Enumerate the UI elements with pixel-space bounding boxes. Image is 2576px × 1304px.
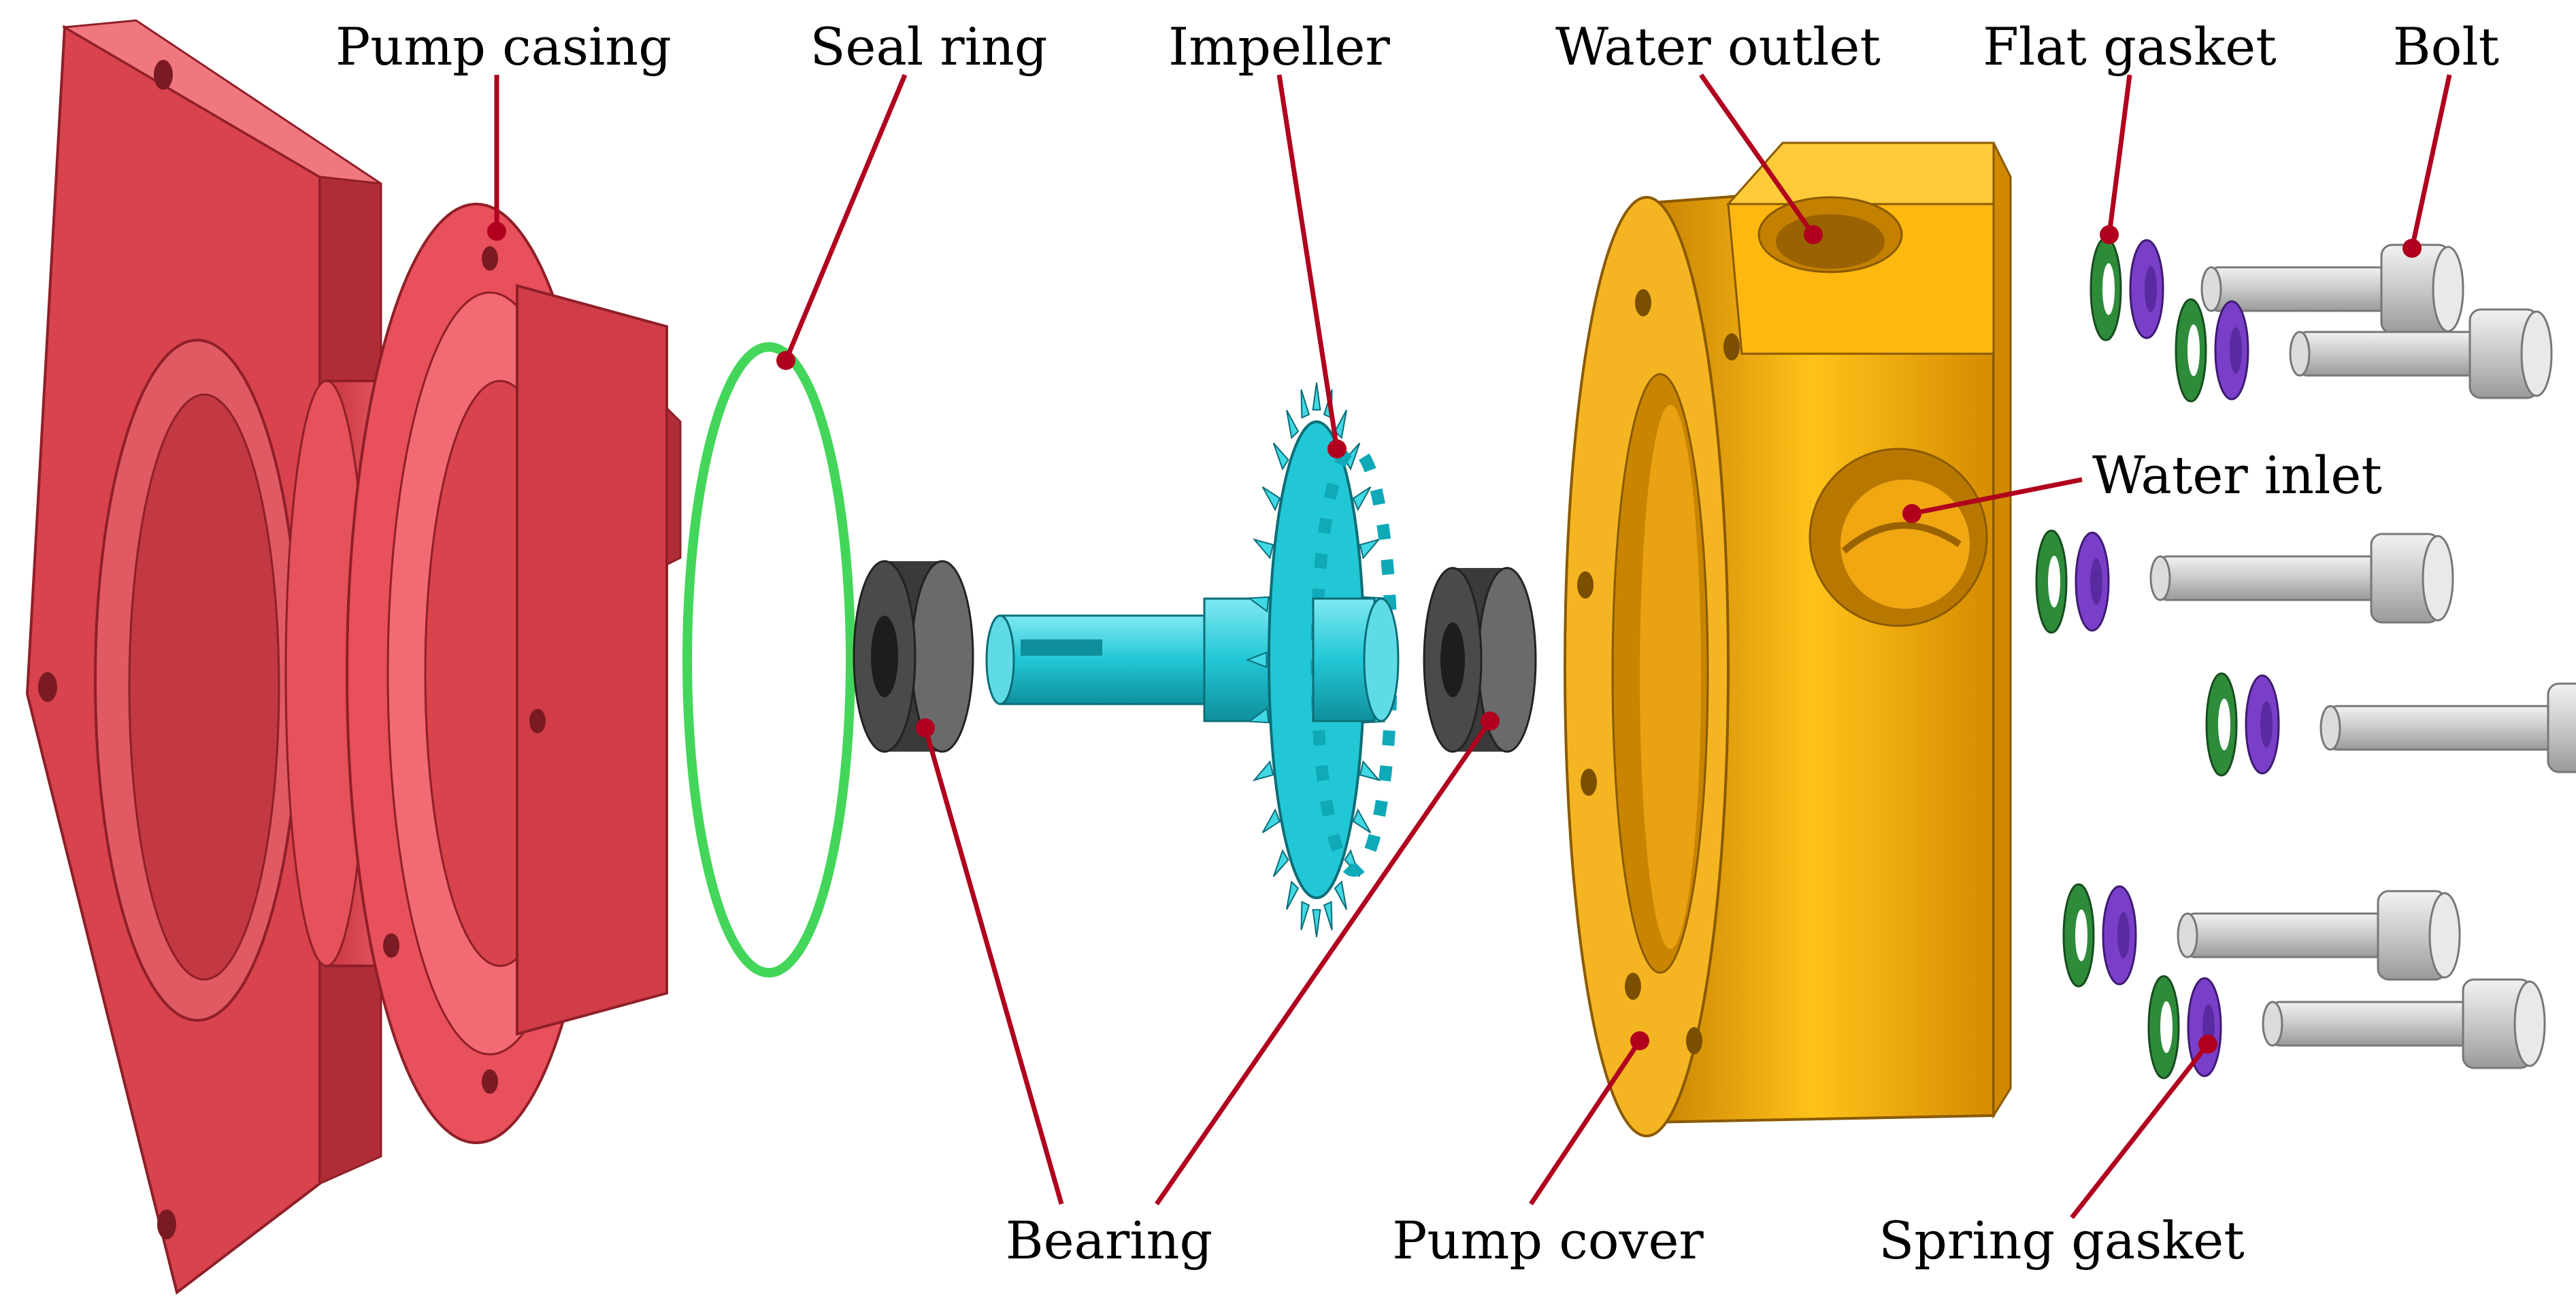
bolt-shank <box>2271 1001 2471 1047</box>
leader-dots <box>487 222 2422 1054</box>
impeller-tooth <box>1323 901 1333 931</box>
impeller-tooth <box>1252 760 1274 782</box>
spring-gasket-hole <box>2145 266 2157 312</box>
flat-gasket-hole <box>2160 1001 2173 1053</box>
bolt-head <box>2547 682 2576 773</box>
impeller-tooth <box>1334 880 1348 910</box>
label-flat-gasket: Flat gasket <box>1983 16 2277 77</box>
bolt-shank <box>2298 331 2478 377</box>
impeller-tooth <box>1247 707 1270 724</box>
leader-pump-cover <box>1529 1039 1642 1205</box>
spring-gasket-hole <box>2117 912 2130 958</box>
fastener-set <box>2035 529 2454 634</box>
impeller-tooth <box>1300 901 1310 931</box>
label-water-inlet: Water inlet <box>2092 445 2382 505</box>
flat-gasket-hole <box>2048 556 2060 607</box>
fastener-set <box>2062 883 2461 988</box>
fastener-set <box>2175 298 2553 403</box>
impeller-tooth <box>1252 538 1274 560</box>
bolt-tip <box>2200 266 2222 312</box>
spring-gasket-hole <box>2260 701 2273 748</box>
bolt-shank <box>2159 555 2379 601</box>
label-impeller: Impeller <box>1168 16 1390 77</box>
leader-flat-gasket <box>2107 74 2132 235</box>
impeller-tooth <box>1352 486 1372 512</box>
bolt-head-face <box>2422 535 2454 622</box>
spring-gasket-hole <box>2090 558 2102 605</box>
label-spring-gasket: Spring gasket <box>1879 1210 2245 1271</box>
impeller-tooth <box>1272 849 1289 877</box>
impeller-tooth <box>1312 909 1321 937</box>
flat-gasket-hole <box>2075 909 2087 961</box>
bolt-head-face <box>2520 310 2553 397</box>
bolt-tip <box>2289 331 2311 377</box>
leader-seal-ring <box>783 73 908 362</box>
label-pump-cover: Pump cover <box>1392 1210 1704 1271</box>
pump-casing <box>25 19 682 1295</box>
label-seal-ring: Seal ring <box>810 16 1047 77</box>
fastener-set <box>2205 672 2576 777</box>
fastener-sets <box>2035 237 2576 1080</box>
impeller-tooth <box>1285 409 1300 439</box>
leader-lines <box>494 73 2452 1220</box>
pump-cover <box>1564 141 2012 1137</box>
impeller-tooth <box>1334 409 1348 439</box>
bolt-tip <box>2149 555 2171 601</box>
impeller-tooth <box>1261 808 1281 833</box>
impeller-tooth <box>1272 442 1289 471</box>
bolt-head-face <box>2432 246 2464 333</box>
label-water-outlet: Water outlet <box>1555 16 1881 77</box>
bolt-shank <box>2329 705 2556 751</box>
label-bearing: Bearing <box>1006 1210 1212 1271</box>
impeller-tooth <box>1359 760 1381 782</box>
impeller-tooth <box>1285 880 1300 910</box>
leader-bearing-left <box>923 727 1064 1205</box>
impeller-tooth <box>1300 389 1310 419</box>
impeller <box>985 382 1400 937</box>
label-pump-casing: Pump casing <box>335 16 672 77</box>
seal-ring <box>682 342 855 977</box>
impeller-tooth <box>1245 651 1268 669</box>
impeller-tooth <box>1247 596 1270 613</box>
bearing-right <box>1423 567 1537 753</box>
spring-gasket-hole <box>2230 327 2242 373</box>
bolt-head-face <box>2428 892 2461 979</box>
fastener-set <box>2147 975 2546 1080</box>
leader-bolt <box>2409 74 2452 249</box>
fastener-set <box>2090 237 2464 341</box>
impeller-tooth <box>1261 486 1281 512</box>
flat-gasket-hole <box>2187 324 2200 376</box>
leader-water-inlet <box>1911 477 2083 516</box>
impeller-tooth <box>1312 382 1321 411</box>
bolt-tip <box>2177 912 2198 958</box>
bolt-head-face <box>2513 980 2546 1067</box>
bolt-shank <box>2186 912 2386 958</box>
bolt-tip <box>2262 1001 2283 1047</box>
label-bolt: Bolt <box>2393 16 2499 77</box>
leader-bearing-right <box>1155 720 1492 1205</box>
leader-water-outlet <box>1699 73 1815 237</box>
leader-impeller <box>1276 74 1340 450</box>
leader-spring-gasket <box>2070 1042 2210 1220</box>
flat-gasket-hole <box>2218 699 2230 750</box>
bolt-tip <box>2319 705 2341 751</box>
impeller-tooth <box>1352 808 1372 833</box>
flat-gasket-hole <box>2102 263 2115 315</box>
impeller-tooth <box>1344 442 1361 471</box>
impeller-tooth <box>1359 538 1381 560</box>
bearing-left <box>853 560 974 753</box>
